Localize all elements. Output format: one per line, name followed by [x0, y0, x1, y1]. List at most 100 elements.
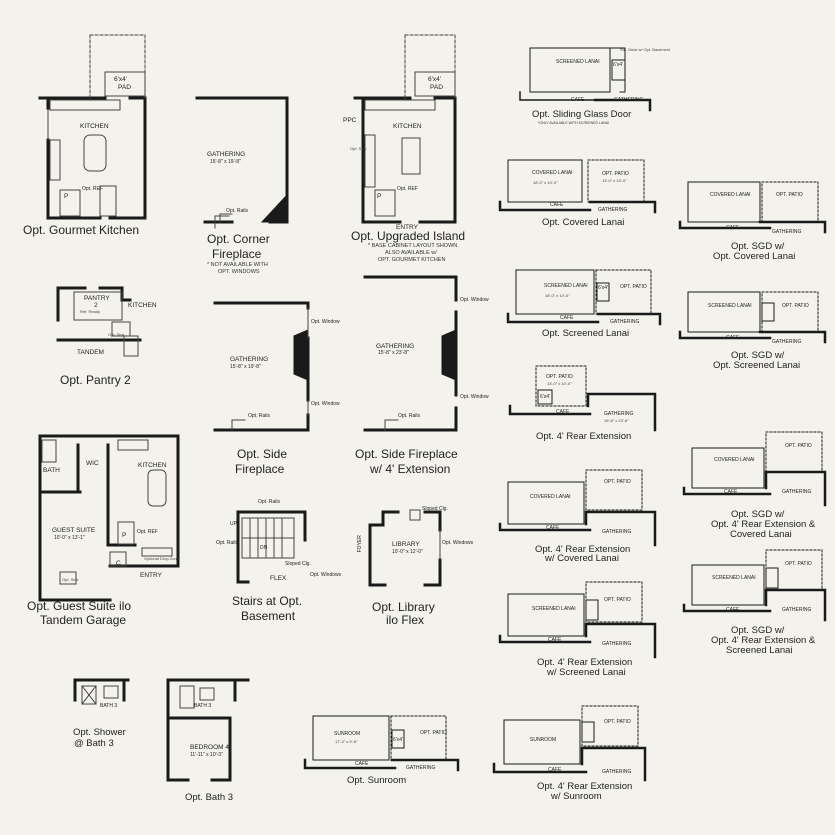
- note-upgraded-island-3: OPT. GOURMET KITCHEN: [378, 257, 446, 263]
- plan-upgraded-island: [353, 34, 457, 224]
- plan-library: [368, 509, 442, 587]
- label-opt-windows-lib: Opt. Windows: [442, 540, 474, 546]
- label-entry: ENTRY: [396, 224, 418, 231]
- label-sunroom: SUNROOM: [334, 731, 361, 737]
- caption-sgd-screened-1: Opt. SGD w/: [731, 350, 785, 361]
- label-pantry-gs: P: [122, 532, 127, 539]
- caption-rear-ext-covered-1: Opt. 4' Rear Extension: [535, 544, 631, 555]
- label-screened-lanai-sgdes: SCREENED LANAI: [712, 575, 756, 581]
- caption-rear-ext-covered-2: w/ Covered Lanai: [545, 553, 619, 564]
- label-bath3-sh: BATH 3: [100, 703, 118, 709]
- caption-side-fireplace-ext-1: Opt. Side Fireplace: [355, 447, 458, 461]
- caption-side-fireplace-1: Opt. Side: [237, 447, 288, 461]
- caption-bath-3: Opt. Bath 3: [185, 792, 234, 803]
- label-gathering: GATHERING: [207, 151, 246, 158]
- caption-covered-lanai: Opt. Covered Lanai: [542, 217, 625, 228]
- label-kitchen-gs: KITCHEN: [138, 462, 167, 469]
- label-kitchen: KITCHEN: [80, 123, 109, 130]
- label-gathering-sgds: GATHERING: [772, 339, 802, 345]
- label-opt-windows-st: Opt. Windows: [310, 572, 342, 578]
- label-gathering-rec: GATHERING: [602, 529, 632, 535]
- note-upgraded-island-1: * BASE CABINET LAYOUT SHOWN: [368, 243, 458, 249]
- caption-rear-extension: Opt. 4' Rear Extension: [536, 431, 632, 442]
- label-screened-lanai-sgd: SCREENED LANAI: [556, 59, 600, 65]
- caption-sgd-ext-screened-3: Screened Lanai: [726, 645, 793, 656]
- caption-corner-fireplace-1: Opt. Corner: [207, 232, 270, 246]
- caption-sgd-covered-1: Opt. SGD w/: [731, 241, 785, 252]
- plan-corner-fireplace: [195, 96, 289, 229]
- label-opt-window-sf-2: Opt. Window: [311, 401, 340, 407]
- label-drop-zone: Optional Drop Zone: [144, 556, 179, 561]
- label-kitchen-p2: KITCHEN: [128, 302, 157, 309]
- caption-shower-1: Opt. Shower: [73, 727, 126, 738]
- label-cafe-cl: CAFE: [550, 202, 564, 208]
- label-ppc: PPC: [343, 117, 357, 124]
- caption-sgd-screened-2: Opt. Screened Lanai: [713, 360, 801, 371]
- caption-screened-lanai: Opt. Screened Lanai: [542, 328, 630, 339]
- label-gathering-sfe-dim: 15'-8" x 23'-8": [378, 350, 409, 356]
- plan-stairs: [236, 510, 307, 584]
- label-opt-sink: Opt. Sink: [350, 146, 367, 151]
- plan-pantry-2: [56, 286, 142, 357]
- label-gathering-sl: GATHERING: [610, 319, 640, 325]
- caption-upgraded-island: Opt. Upgraded Island: [351, 229, 466, 243]
- label-screened-lanai-sgds: SCREENED LANAI: [708, 303, 752, 309]
- plan-sgd-ext-screened: [682, 549, 827, 622]
- label-pad-size-2: 6'x4': [428, 76, 441, 83]
- plan-side-fireplace: [213, 301, 310, 432]
- label-opt-patio-re-dim: 13'-0" x 10'-0": [547, 381, 572, 386]
- label-sloped-clg-lib: Sloped Clg.: [422, 506, 448, 512]
- label-sunroom-dim: 17'-4" x 9'-8": [335, 739, 358, 744]
- label-pad-re: 6'x4': [540, 394, 550, 400]
- plan-shower: [73, 678, 130, 705]
- note-corner-fireplace-2: OPT. WINDOWS: [218, 269, 260, 275]
- caption-side-fireplace-ext-2: w/ 4' Extension: [370, 462, 451, 476]
- note-corner-fireplace-1: * NOT AVAILABLE WITH: [207, 262, 268, 268]
- plan-covered-lanai: [498, 159, 657, 214]
- plan-sunroom: [303, 715, 460, 772]
- plan-guest-suite: [38, 434, 180, 602]
- label-pad-sl: 6'x4': [598, 285, 608, 291]
- label-tandem: TANDEM: [77, 349, 104, 356]
- plan-sgd-screened: [678, 291, 827, 344]
- label-bath: BATH: [43, 467, 60, 474]
- label-opt-ref: Opt. REF: [82, 186, 103, 192]
- caption-sgd-ext-covered-2: Opt. 4' Rear Extension &: [711, 519, 816, 530]
- label-gathering-sfe: GATHERING: [376, 343, 415, 350]
- label-foyer: FOYER: [356, 535, 363, 553]
- plan-screened-lanai: [506, 269, 662, 326]
- caption-guest-suite-2: Tandem Garage: [40, 613, 127, 627]
- note-sliding-glass-door: *ONLY AVAILABLE WITH SCREENED LANAI: [538, 121, 610, 125]
- plan-sliding-glass-door: [519, 47, 652, 112]
- label-entry-gs: ENTRY: [140, 572, 162, 579]
- label-bedroom4: BEDROOM 4: [190, 744, 230, 751]
- caption-sgd-ext-covered-1: Opt. SGD w/: [731, 509, 785, 520]
- label-gathering-ressr: GATHERING: [602, 769, 632, 775]
- label-bedroom4-dim: 11'-11" x 10'-3": [190, 752, 223, 758]
- label-gathering-re: GATHERING: [604, 411, 634, 417]
- plan-rear-ext-sunroom: [492, 705, 647, 782]
- label-pad-size: 6'x4': [114, 76, 127, 83]
- label-opt-patio: OPT. PATIO: [602, 171, 629, 177]
- label-closet-gs: C: [116, 560, 121, 567]
- label-guest-suite-dim: 10'-0" x 13'-1": [54, 535, 85, 541]
- plan-rear-ext-covered: [498, 469, 657, 547]
- caption-rear-ext-sunroom-1: Opt. 4' Rear Extension: [537, 781, 633, 792]
- label-gathering-sgdc: GATHERING: [772, 229, 802, 235]
- caption-library-1: Opt. Library: [372, 600, 435, 614]
- label-ref-ready: Ref. Ready: [80, 309, 101, 314]
- label-flex: FLEX: [270, 575, 287, 582]
- label-opt-patio-sr: OPT. PATIO: [420, 730, 447, 736]
- label-opt-rails-st-2: Opt. Rails: [216, 540, 238, 546]
- plan-sgd-ext-covered: [682, 431, 827, 507]
- caption-sgd-ext-screened-1: Opt. SGD w/: [731, 625, 785, 636]
- label-pad-sgd: 6'x4': [613, 62, 623, 68]
- label-cafe-res: CAFE: [548, 637, 562, 643]
- caption-pantry-2: Opt. Pantry 2: [60, 373, 131, 387]
- caption-stairs-1: Stairs at Opt.: [232, 594, 303, 608]
- label-cafe-ressr: CAFE: [548, 767, 562, 773]
- label-gathering-dim: 15'-8" x 19'-8": [210, 159, 241, 165]
- label-opt-sink-gs: Opt. Sink: [62, 577, 79, 582]
- note-upgraded-island-2: ALSO AVAILABLE w/: [385, 250, 437, 256]
